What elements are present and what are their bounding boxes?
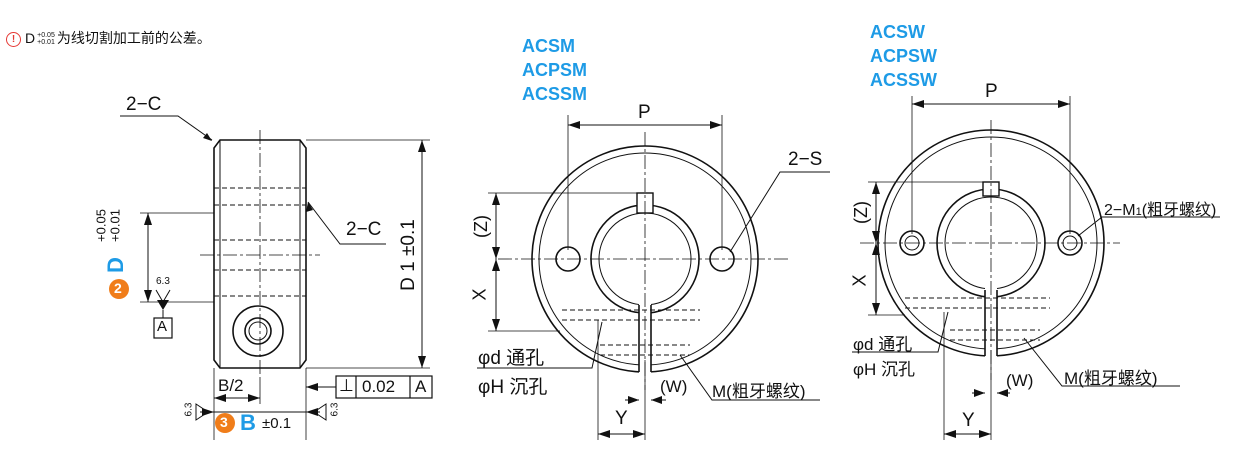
b-tolerance: ±0.1 — [262, 415, 292, 432]
b-badge: 3 — [220, 414, 228, 430]
model-acsm: ACSM — [522, 36, 575, 56]
thread-m1-sub: 1 — [1135, 206, 1142, 218]
thread-m1-prefix: 2−M — [1104, 202, 1136, 219]
chamfer-top-label: 2−C — [126, 94, 162, 115]
b-half-label: B/2 — [218, 376, 244, 395]
note-tol-upper: +0.05 — [37, 32, 55, 40]
model-acssw: ACSSW — [870, 70, 937, 90]
perpendicularity-symbol: ⊥ — [339, 376, 354, 395]
middle-d-thru-label: φd 通孔 — [478, 348, 545, 369]
chamfer-side-label: 2−C — [346, 219, 382, 240]
model-acpsm: ACPSM — [522, 60, 588, 80]
perpendicularity-value: 0.02 — [362, 377, 396, 396]
warning-circle-icon: ! — [6, 31, 21, 47]
datum-a: A — [157, 318, 168, 335]
right-w-label: (W) — [1006, 371, 1034, 390]
right-m-label: M(粗牙螺纹) — [1064, 369, 1158, 388]
right-y-label: Y — [962, 410, 975, 431]
middle-h-cbore-label: φH 沉孔 — [478, 377, 548, 398]
b-letter: B — [240, 410, 256, 435]
right-model-list: ACSW ACPSW ACSSW — [870, 20, 937, 92]
perpendicularity-datum: A — [415, 377, 427, 396]
d-badge: 2 — [114, 280, 122, 296]
right-p-label: P — [985, 81, 998, 102]
middle-w-label: (W) — [660, 377, 688, 396]
middle-p-label: P — [638, 102, 651, 123]
middle-model-list: ACSM ACPSM ACSSM — [522, 34, 587, 106]
model-acsw: ACSW — [870, 22, 925, 42]
model-acpsw: ACPSW — [870, 46, 937, 66]
right-x-label: X — [849, 274, 870, 287]
middle-m-label: M(粗牙螺纹) — [712, 382, 806, 401]
right-d-thru-label: φd 通孔 — [853, 335, 913, 354]
note-tolerance: +0.05+0.01 — [37, 32, 55, 46]
right-z-label: (Z) — [850, 201, 871, 224]
thread-m1-label: 2−M1(粗牙螺纹) — [1104, 196, 1216, 220]
note-prefix: D — [25, 30, 36, 46]
middle-y-label: Y — [615, 408, 628, 429]
right-h-cbore-label: φH 沉孔 — [853, 360, 916, 379]
note-tol-lower: +0.01 — [37, 39, 55, 47]
thread-m1-suffix: (粗牙螺纹) — [1141, 202, 1217, 219]
roughness-d: 6.3 — [156, 276, 170, 287]
note-text: 为线切割加工前的公差。 — [56, 30, 211, 46]
hole-2s-label: 2−S — [788, 149, 823, 170]
model-acssm: ACSSM — [522, 84, 588, 104]
